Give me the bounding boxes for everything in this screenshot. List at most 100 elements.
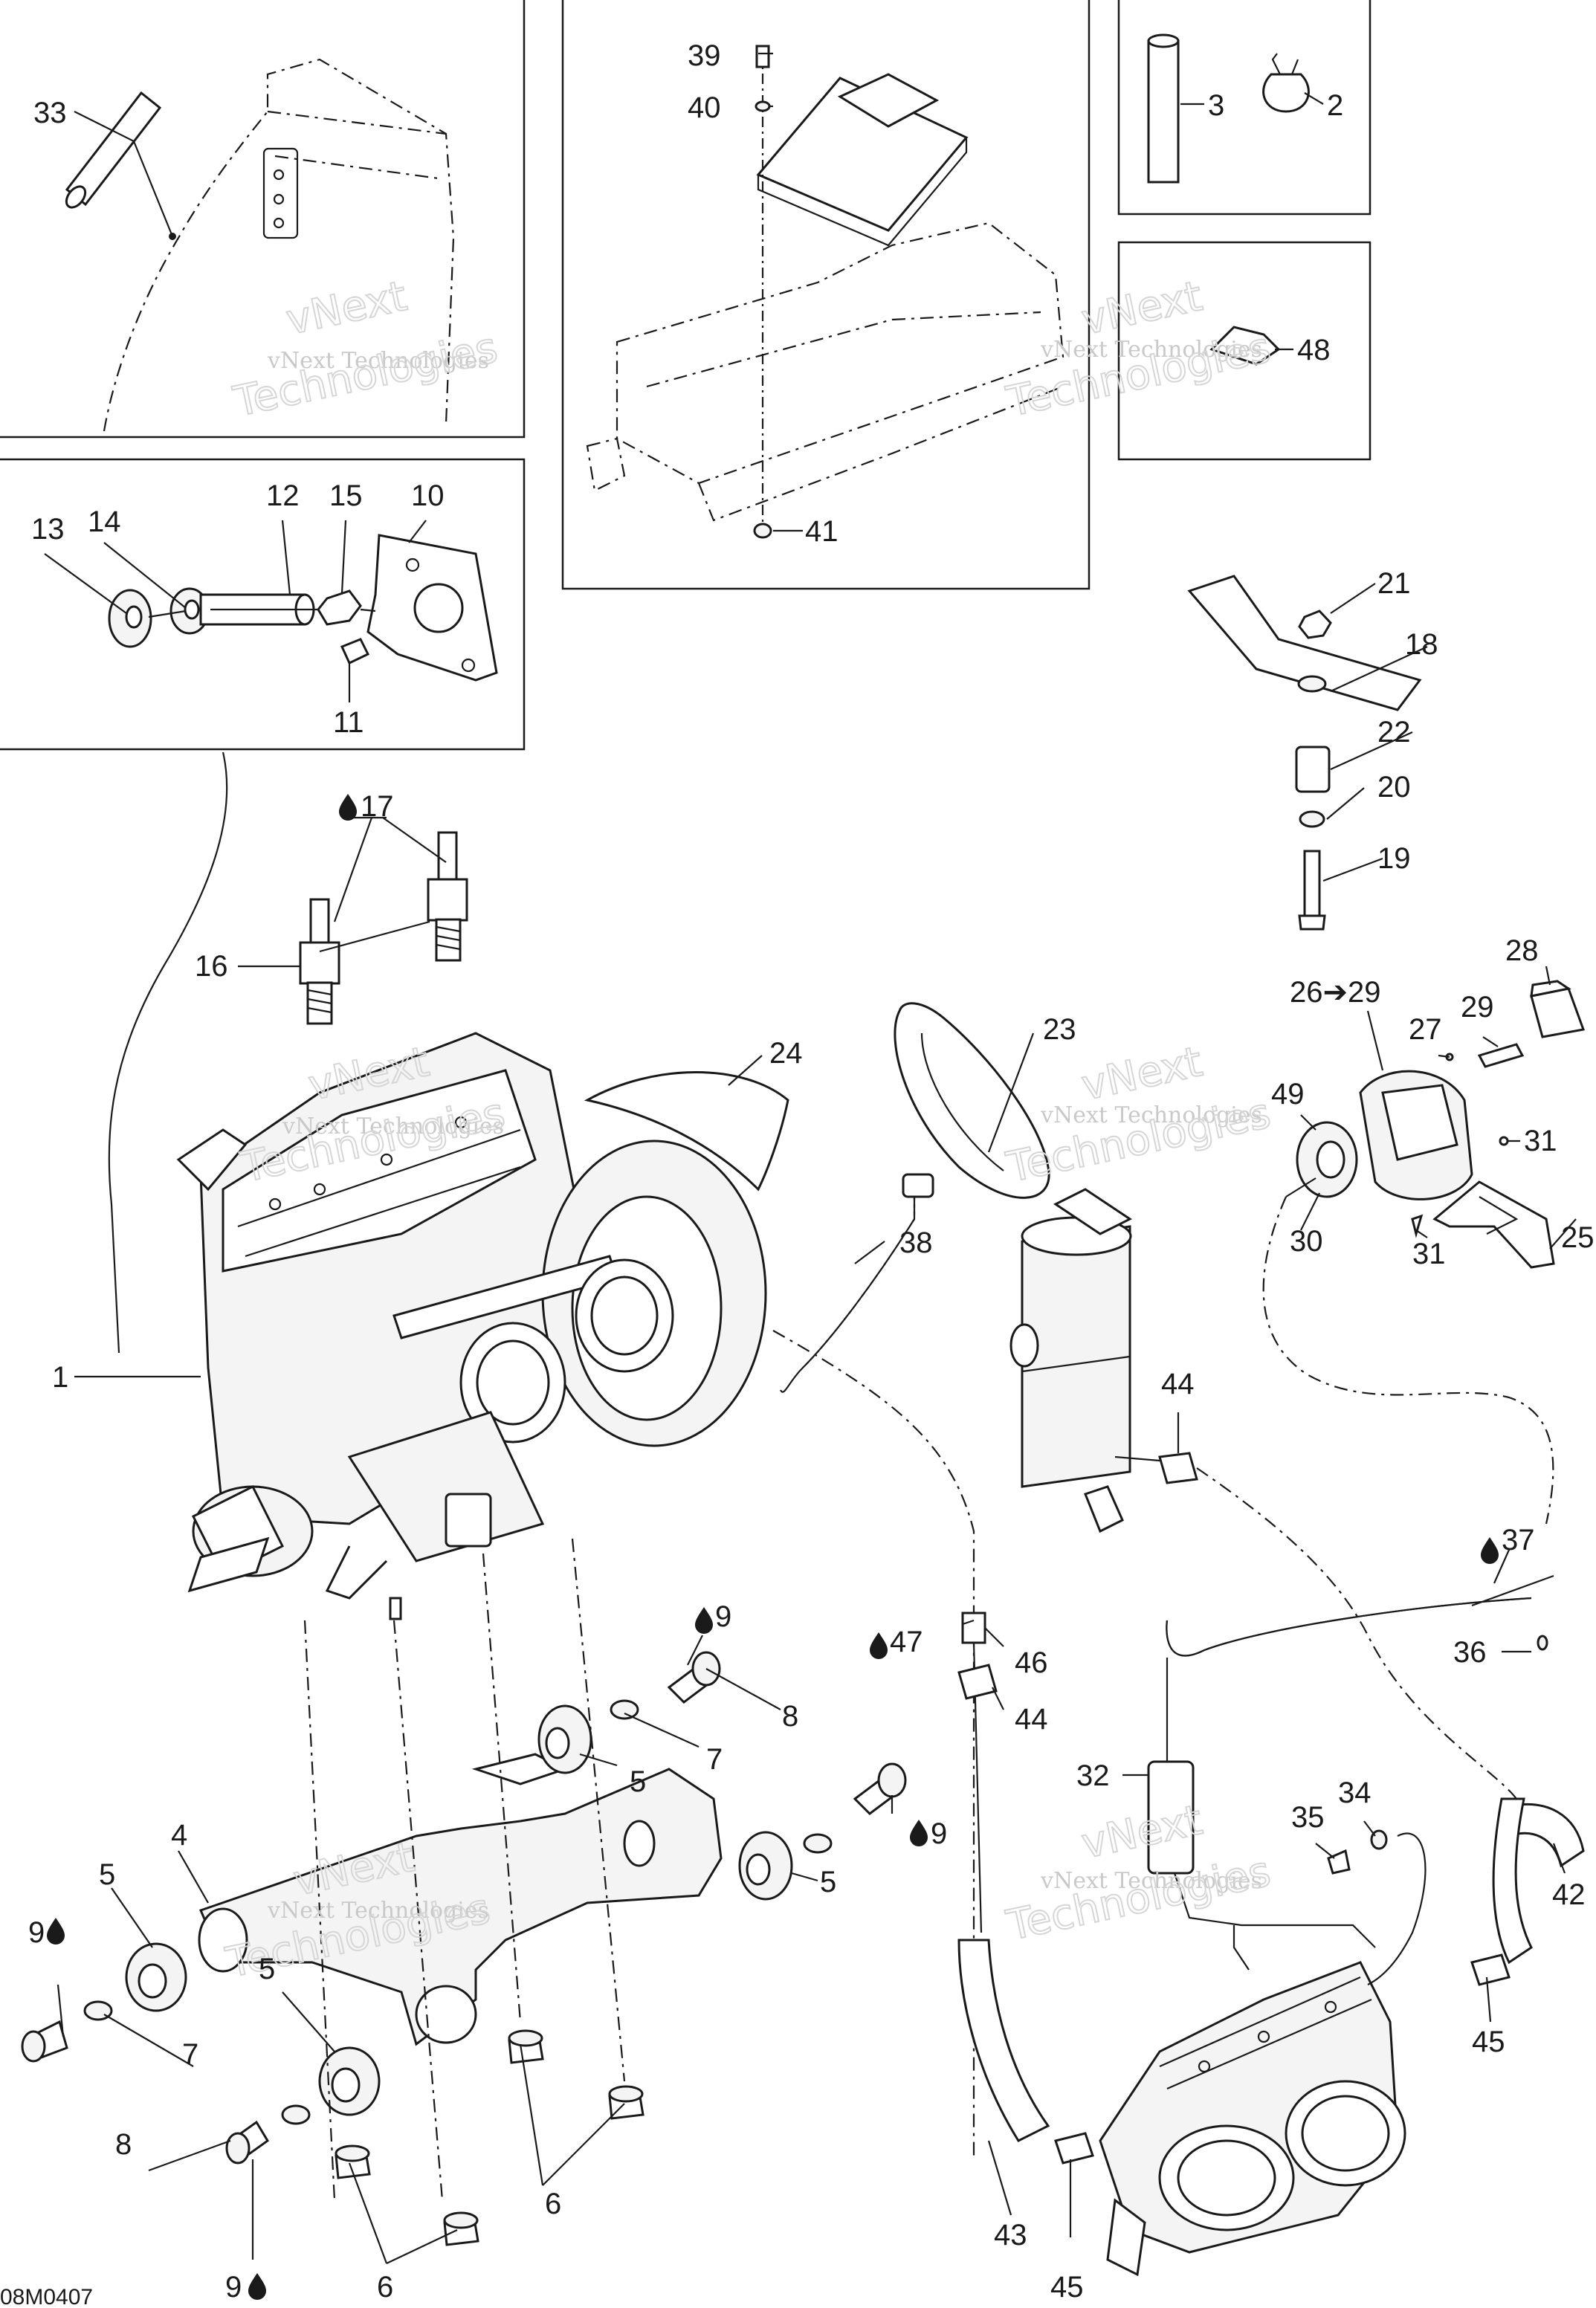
callout-26-29: 26➔29 bbox=[1290, 976, 1381, 1009]
screw-part-39 bbox=[755, 45, 770, 68]
nut-part-41 bbox=[753, 523, 772, 539]
intake-boot-left bbox=[459, 1322, 566, 1444]
callout-32: 32 bbox=[1076, 1759, 1110, 1792]
spark-plug-16 bbox=[299, 898, 340, 1025]
inset-boxes bbox=[0, 0, 1372, 751]
oil-drop-icon bbox=[1481, 1537, 1499, 1564]
callout-39: 39 bbox=[688, 39, 721, 72]
callout-49: 49 bbox=[1271, 1078, 1305, 1111]
callout-7a: 7 bbox=[706, 1743, 723, 1776]
cradle-part-4 bbox=[198, 1768, 723, 2046]
routing-line bbox=[108, 751, 228, 1354]
svg-text:vNext: vNext bbox=[282, 272, 411, 345]
nut-part-6d bbox=[443, 2211, 479, 2246]
starter-handle-23 bbox=[894, 1002, 1050, 1199]
callout-30: 30 bbox=[1290, 1225, 1323, 1258]
engine-part-1 bbox=[176, 1032, 767, 1620]
nut-part-6a bbox=[508, 2029, 544, 2064]
callout-10: 10 bbox=[411, 479, 445, 512]
oil-reservoir bbox=[1009, 1188, 1132, 1533]
bolt-part-8b bbox=[853, 1762, 907, 1815]
starter-rope-38 bbox=[780, 1197, 916, 1393]
callout-9a: 9 bbox=[715, 1600, 731, 1633]
bolt-part-11 bbox=[340, 638, 370, 665]
inset-clip-48 bbox=[1209, 326, 1281, 366]
sleeve-part-3 bbox=[1147, 39, 1180, 184]
leader-lines bbox=[44, 52, 1577, 2264]
callout-36: 36 bbox=[1453, 1636, 1487, 1669]
callout-45a: 45 bbox=[1472, 2026, 1505, 2058]
bracket-stack bbox=[1187, 575, 1422, 931]
intake-boot-right bbox=[575, 1258, 674, 1373]
callout-5c: 5 bbox=[99, 1858, 115, 1891]
tube-part-33 bbox=[65, 91, 162, 209]
callout-21: 21 bbox=[1377, 567, 1411, 600]
callout-12: 12 bbox=[266, 479, 300, 512]
callout-8a: 8 bbox=[782, 1700, 798, 1733]
callout-45b: 45 bbox=[1050, 2271, 1084, 2304]
callout-40: 40 bbox=[688, 91, 721, 124]
clamp-part-45a bbox=[1470, 1953, 1511, 1986]
rubber-mount-5a bbox=[537, 1704, 592, 1774]
knob-part-49 bbox=[1296, 1121, 1358, 1198]
callout-3: 3 bbox=[1208, 89, 1224, 122]
washer-part-13 bbox=[108, 589, 152, 648]
callout-31a: 31 bbox=[1524, 1125, 1557, 1157]
svg-text:vNext Technologies: vNext Technologies bbox=[1040, 1102, 1262, 1128]
pin-part-29 bbox=[1477, 1043, 1525, 1068]
bolt-part-8a bbox=[667, 1651, 721, 1704]
svg-text:vNext: vNext bbox=[1077, 272, 1206, 345]
callout-25: 25 bbox=[1561, 1221, 1595, 1254]
svg-text:vNext Technologies: vNext Technologies bbox=[282, 1113, 504, 1140]
hose-part-43 bbox=[957, 1939, 1050, 2142]
clamp-part-44a bbox=[1158, 1452, 1198, 1484]
screw-part-31b bbox=[1411, 1214, 1424, 1238]
oil-drop-icon bbox=[47, 1918, 65, 1945]
callout-9d: 9 bbox=[225, 2271, 242, 2304]
carb-throat-right bbox=[1285, 2080, 1406, 2187]
switch-housing-26 bbox=[1359, 1070, 1473, 1200]
spark-plugs bbox=[299, 817, 468, 1025]
bolt-part-8c bbox=[21, 2020, 68, 2063]
svg-text:vNext Technologies: vNext Technologies bbox=[1040, 337, 1262, 363]
callout-22: 22 bbox=[1377, 716, 1411, 749]
hose-part-42 bbox=[1508, 1803, 1585, 1868]
callout-38: 38 bbox=[899, 1226, 933, 1259]
callout-labels: 33 39 40 41 3 2 48 13 14 12 15 10 11 21 … bbox=[0, 39, 1595, 2308]
switch-assembly bbox=[1285, 980, 1586, 1269]
washer-part-20 bbox=[1299, 810, 1325, 828]
clamp-part-45b bbox=[1054, 2132, 1094, 2165]
nut-part-6b bbox=[608, 2085, 644, 2120]
connector-part-28 bbox=[1530, 980, 1586, 1038]
callout-5a: 5 bbox=[630, 1765, 646, 1798]
inset-ecu bbox=[586, 45, 1064, 539]
callout-6b: 6 bbox=[377, 2271, 393, 2304]
svg-text:Technologies: Technologies bbox=[229, 323, 501, 427]
bracket-part-25 bbox=[1432, 1180, 1555, 1269]
rubber-mount-5c bbox=[125, 1942, 187, 2012]
callout-5d: 5 bbox=[259, 1953, 275, 1985]
washer-part-7b bbox=[803, 1833, 833, 1854]
callout-11: 11 bbox=[333, 706, 364, 739]
callout-8b: 8 bbox=[115, 2128, 132, 2161]
callout-9b: 9 bbox=[931, 1817, 947, 1850]
callout-41: 41 bbox=[805, 515, 839, 548]
callout-13: 13 bbox=[31, 513, 65, 546]
clamp-part-44b bbox=[957, 1664, 998, 1700]
oil-drop-icon bbox=[910, 1820, 928, 1846]
callout-46: 46 bbox=[1015, 1646, 1048, 1679]
nut-part-6c bbox=[335, 2144, 371, 2179]
oil-drop-icon bbox=[870, 1632, 888, 1659]
callout-15: 15 bbox=[329, 479, 363, 512]
clip-part-36 bbox=[1537, 1635, 1548, 1651]
callout-7b: 7 bbox=[182, 2038, 198, 2071]
callout-20: 20 bbox=[1377, 771, 1411, 804]
callout-23: 23 bbox=[1043, 1013, 1076, 1046]
flap-part-24 bbox=[584, 1071, 789, 1192]
callout-47: 47 bbox=[890, 1626, 923, 1658]
svg-text:vNext Technologies: vNext Technologies bbox=[1040, 1868, 1262, 1894]
callout-37: 37 bbox=[1502, 1524, 1535, 1557]
svg-text:vNext Technologies: vNext Technologies bbox=[267, 1898, 489, 1924]
callout-34: 34 bbox=[1338, 1777, 1372, 1809]
